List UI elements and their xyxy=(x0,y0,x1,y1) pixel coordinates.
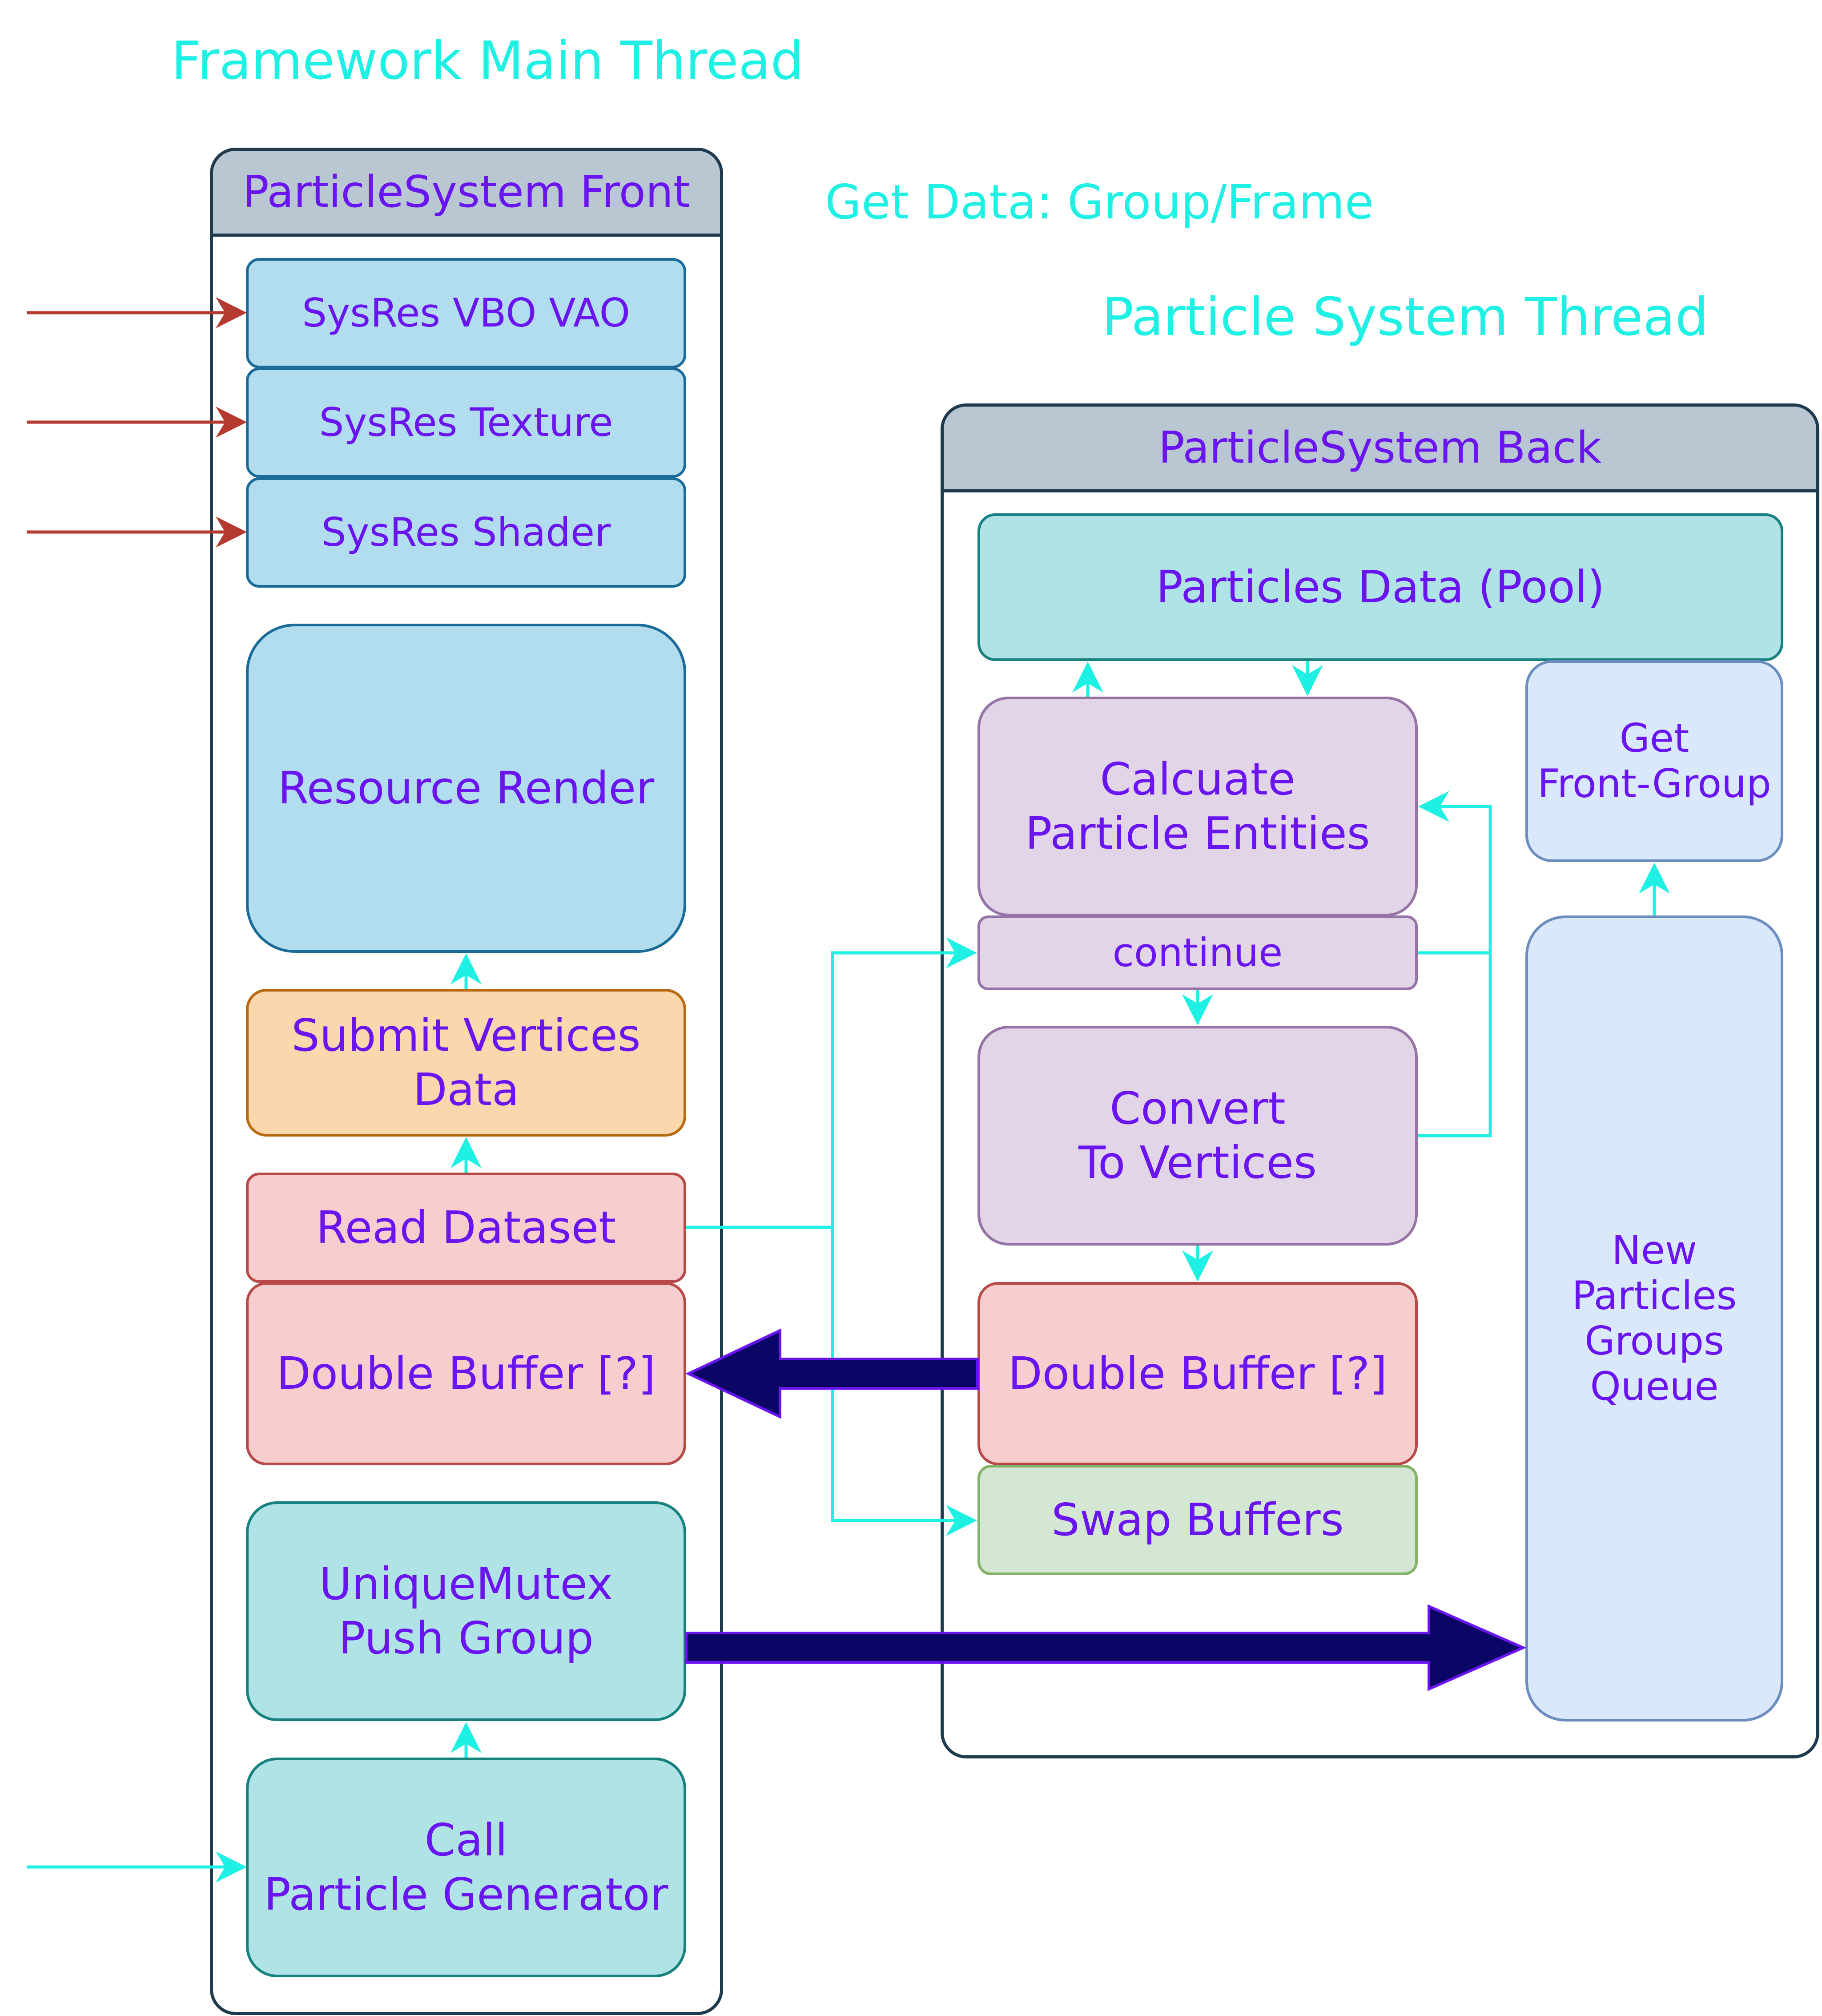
continue-box[interactable]: continue xyxy=(977,915,1418,990)
get-front-group-box[interactable]: Get Front-Group xyxy=(1525,660,1783,862)
sysres-shader-box[interactable]: SysRes Shader xyxy=(246,477,686,588)
particles-data-pool-box[interactable]: Particles Data (Pool) xyxy=(977,513,1783,661)
main-thread-title: Framework Main Thread xyxy=(171,30,804,91)
unique-mutex-push-group-box[interactable]: UniqueMutex Push Group xyxy=(246,1501,686,1721)
particlesystem-front-header: ParticleSystem Front xyxy=(213,151,720,237)
continue-loop-connector xyxy=(1418,791,1492,955)
read-to-continue-connector xyxy=(686,937,977,1229)
push-group-arrow xyxy=(685,1604,1527,1691)
read-to-swap-connector xyxy=(831,1227,977,1536)
submit-vertices-data-box[interactable]: Submit Vertices Data xyxy=(246,989,686,1137)
particlesystem-back-header: ParticleSystem Back xyxy=(944,407,1816,492)
resource-render-box[interactable]: Resource Render xyxy=(246,624,686,953)
swap-buffers-box[interactable]: Swap Buffers xyxy=(977,1465,1418,1575)
convert-loop-connector xyxy=(1418,953,1492,1137)
sysres-texture-box[interactable]: SysRes Texture xyxy=(246,367,686,478)
sysres-vbo-vao-box[interactable]: SysRes VBO VAO xyxy=(246,258,686,368)
new-particles-groups-queue-box[interactable]: New Particles Groups Queue xyxy=(1525,915,1783,1722)
convert-to-vertices-box[interactable]: Convert To Vertices xyxy=(977,1026,1418,1246)
get-data-title: Get Data: Group/Frame xyxy=(825,175,1374,230)
calculate-particle-entities-box[interactable]: Calcuate Particle Entities xyxy=(977,697,1418,916)
front-double-buffer-box[interactable]: Double Buffer [?] xyxy=(246,1282,686,1465)
buffer-transfer-arrow xyxy=(685,1328,979,1419)
call-particle-generator-box[interactable]: Call Particle Generator xyxy=(246,1758,686,1977)
back-double-buffer-box[interactable]: Double Buffer [?] xyxy=(977,1282,1418,1465)
read-dataset-box[interactable]: Read Dataset xyxy=(246,1173,686,1283)
particle-system-thread-title: Particle System Thread xyxy=(1102,286,1709,347)
